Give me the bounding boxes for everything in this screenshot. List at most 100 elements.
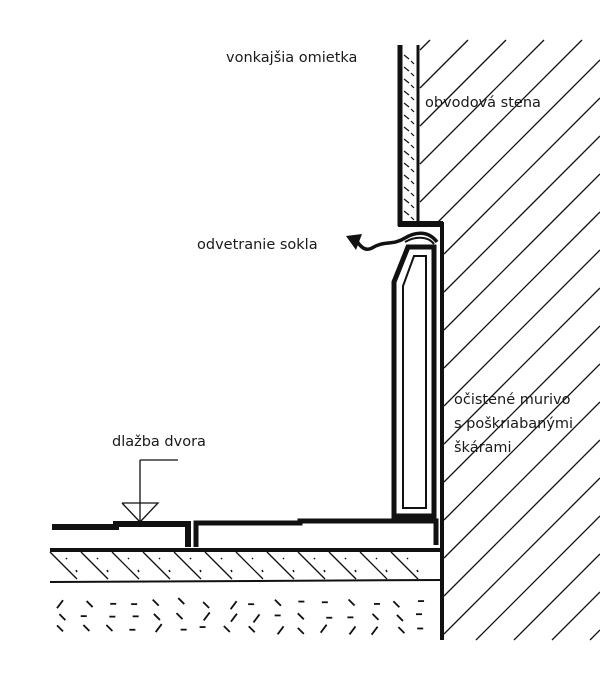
- hatch-line: [549, 173, 600, 225]
- label-cleaned-masonry-3: škárami: [454, 440, 512, 456]
- bed-dot: [127, 557, 130, 560]
- render-texture: [403, 138, 410, 144]
- bed-dot: [106, 569, 109, 573]
- gravel-mark: [297, 612, 305, 620]
- plinth-panel: [391, 244, 437, 519]
- hatch-line: [443, 223, 589, 369]
- hatch-line: [419, 39, 545, 165]
- gravel-mark: [274, 599, 282, 607]
- bed-dot: [375, 557, 378, 560]
- level-marker-icon: [121, 459, 178, 524]
- gravel-mark: [56, 624, 64, 632]
- gravel-mark: [397, 626, 406, 634]
- label-courtyard-paving: dlažba dvora: [112, 434, 206, 450]
- bed-hatch-line: [266, 551, 295, 580]
- hatch-line: [443, 249, 600, 407]
- bed-dot: [65, 557, 68, 560]
- render-texture: [410, 72, 415, 77]
- gravel-mark: [229, 600, 238, 610]
- bed-dot: [189, 557, 192, 560]
- render-texture: [410, 96, 415, 101]
- gravel-mark: [348, 625, 357, 635]
- gravel-mark: [203, 611, 211, 621]
- bed-hatch-line: [80, 551, 109, 580]
- render-texture: [403, 126, 410, 132]
- gravel-mark: [276, 625, 285, 635]
- render-texture: [403, 66, 410, 72]
- gravel-mark: [252, 613, 261, 623]
- bed-dot: [323, 569, 326, 573]
- bed-dot: [385, 569, 388, 573]
- bed-hatch-line: [235, 551, 264, 580]
- render-texture: [410, 144, 415, 149]
- gravel-mark: [370, 626, 379, 636]
- label-external-render: vonkajšia omietka: [226, 50, 357, 66]
- hatch-line: [443, 223, 513, 293]
- hatch-line: [443, 325, 600, 483]
- hatch-line: [551, 591, 600, 641]
- hatch-line: [435, 59, 600, 225]
- bed-dot: [344, 557, 347, 560]
- bed-dot: [96, 557, 99, 560]
- bed-dot: [168, 569, 171, 573]
- render-texture: [410, 108, 415, 113]
- hatch-line: [473, 97, 600, 225]
- render-texture: [410, 180, 415, 185]
- gravel-mark: [371, 613, 380, 621]
- bed-dot: [406, 557, 409, 560]
- hatch-line: [443, 401, 600, 559]
- gravel-mark: [319, 624, 328, 634]
- hatch-line: [511, 135, 600, 225]
- render-texture: [410, 60, 415, 65]
- gravel-mark: [392, 600, 400, 608]
- render-texture: [410, 120, 415, 125]
- render-texture: [403, 150, 410, 156]
- hatch-line: [443, 223, 551, 331]
- gravel-mark: [175, 612, 184, 620]
- hatch-line: [419, 39, 431, 51]
- gravel-mark: [230, 613, 238, 623]
- gravel-mark: [177, 597, 185, 605]
- bed-dot: [75, 569, 78, 573]
- hatch-line: [443, 363, 600, 521]
- label-cleaned-masonry-1: očistené murivo: [454, 392, 571, 408]
- render-texture: [403, 90, 410, 96]
- render-texture: [403, 54, 410, 60]
- bed-dot: [282, 557, 285, 560]
- hatch-line: [587, 211, 600, 225]
- bed-dot: [261, 569, 264, 573]
- bed-dot: [220, 557, 223, 560]
- gravel-mark: [56, 599, 64, 609]
- gravel-mark: [105, 624, 114, 632]
- render-texture: [410, 204, 415, 209]
- gravel-mark: [396, 614, 404, 622]
- external-render: [397, 45, 443, 227]
- bed-dot: [199, 569, 202, 573]
- render-texture: [410, 192, 415, 197]
- hatch-line: [589, 629, 600, 641]
- bed-dot: [137, 569, 140, 573]
- bed-dot: [292, 569, 295, 573]
- render-texture: [403, 102, 410, 108]
- bed-hatch-line: [111, 551, 140, 580]
- bed-hatch-line: [142, 551, 171, 580]
- bed-hatch-line: [390, 551, 419, 580]
- courtyard-paving: [49, 518, 443, 636]
- hatch-line: [513, 553, 600, 641]
- bed-dot: [230, 569, 233, 573]
- bed-hatch-line: [328, 551, 357, 580]
- bed-dot: [251, 557, 254, 560]
- gravel-mark: [152, 599, 160, 607]
- gravel-mark: [223, 625, 231, 633]
- hatch-line: [443, 287, 600, 445]
- render-texture: [410, 156, 415, 161]
- gravel-mark: [153, 613, 161, 621]
- gravel-mark: [297, 627, 305, 635]
- render-texture: [403, 162, 410, 168]
- label-cleaned-masonry-2: s poškriabanými: [454, 416, 573, 432]
- hatch-line: [419, 39, 507, 127]
- hatch-line: [419, 39, 583, 203]
- bed-dot: [416, 569, 419, 573]
- render-texture: [403, 174, 410, 180]
